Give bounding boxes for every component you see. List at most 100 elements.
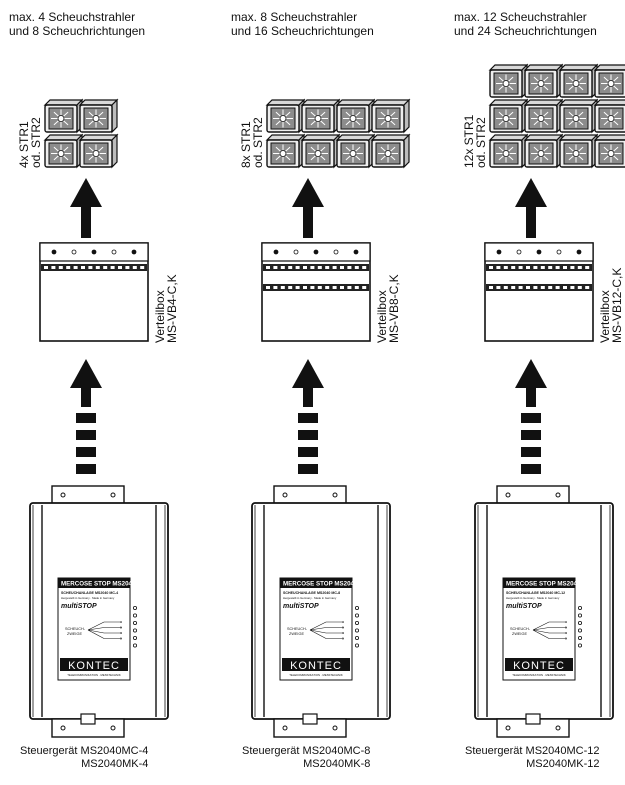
panel-brand: MERCOSE STOP MS2040 bbox=[61, 581, 136, 588]
panel-multistop: multiSTOP bbox=[61, 603, 97, 610]
panel-zweige-label2: ZWEIGE bbox=[289, 632, 304, 636]
column-header-line2: und 16 Scheuchrichtungen bbox=[231, 24, 374, 38]
box-model-label: MS-VB8-C,K bbox=[387, 274, 401, 343]
panel-brand: MERCOSE STOP MS2040 bbox=[506, 581, 581, 588]
device-model-line2: MS2040MK-8 bbox=[303, 758, 371, 770]
scare-unit-icon bbox=[265, 133, 306, 169]
panel-brand: MERCOSE STOP MS2040 bbox=[283, 581, 358, 588]
panel-output-label: A bbox=[565, 620, 567, 624]
panel-output-label: C bbox=[120, 631, 123, 635]
scare-unit-icon bbox=[558, 98, 599, 134]
panel-output-label: C bbox=[342, 631, 345, 635]
column-header-line1: max. 4 Scheuchstrahler bbox=[9, 10, 136, 24]
panel-tagline: TELEKOMMUNIKATION · MESSTECHNIK bbox=[67, 673, 121, 677]
panel-zweige-label2: ZWEIGE bbox=[512, 632, 527, 636]
device-model-line2: MS2040MK-4 bbox=[81, 758, 149, 770]
panel-output-label: A bbox=[120, 620, 122, 624]
distribution-box-icon bbox=[261, 242, 371, 342]
scare-unit-icon bbox=[335, 98, 376, 134]
dashed-arrow-icon bbox=[298, 413, 318, 474]
distribution-box-icon bbox=[39, 242, 149, 342]
up-arrow-icon bbox=[515, 359, 547, 407]
device-model-line1: Steuergerät MS2040MC-4 bbox=[20, 745, 149, 757]
box-model-label: MS-VB4-C,K bbox=[165, 274, 179, 343]
panel-zweige-label: SCHEUCH- bbox=[287, 627, 308, 631]
str-type-label: od. STR2 bbox=[474, 117, 488, 168]
panel-made-in: Hergestellt in Germany · Made in Germany bbox=[283, 596, 337, 600]
column-header-line2: und 8 Scheuchrichtungen bbox=[9, 24, 146, 38]
panel-zweige-label2: ZWEIGE bbox=[67, 632, 82, 636]
panel-zweige-label: SCHEUCH- bbox=[510, 627, 531, 631]
scare-unit-icon bbox=[335, 133, 376, 169]
panel-model: SCHEUCHANLAGE MS2040 MC-8 bbox=[283, 591, 340, 595]
panel-output-label: C bbox=[565, 631, 568, 635]
up-arrow-icon bbox=[292, 359, 324, 407]
scare-unit-icon bbox=[265, 98, 306, 134]
scare-unit-icon bbox=[558, 133, 599, 169]
panel-kontec-logo: KONTEC bbox=[513, 660, 565, 672]
distribution-box-icon bbox=[484, 242, 594, 342]
scare-unit-icon bbox=[43, 98, 84, 134]
scare-unit-icon bbox=[370, 98, 411, 134]
scare-unit-icon bbox=[523, 63, 564, 99]
column-header-line1: max. 12 Scheuchstrahler bbox=[454, 10, 587, 24]
up-arrow-icon bbox=[70, 359, 102, 407]
panel-zweige-label: SCHEUCH- bbox=[65, 627, 86, 631]
device-model-line1: Steuergerät MS2040MC-8 bbox=[242, 745, 371, 757]
scare-unit-icon bbox=[523, 98, 564, 134]
device-model-line2: MS2040MK-12 bbox=[526, 758, 600, 770]
column-header-line1: max. 8 Scheuchstrahler bbox=[231, 10, 358, 24]
scare-unit-icon bbox=[593, 64, 625, 98]
panel-multistop: multiSTOP bbox=[506, 603, 542, 610]
str-type-label: od. STR2 bbox=[29, 117, 43, 168]
scare-unit-icon bbox=[78, 98, 119, 134]
device-model-line1: Steuergerät MS2040MC-12 bbox=[465, 745, 600, 757]
panel-output-label: A bbox=[342, 620, 344, 624]
panel-multistop: multiSTOP bbox=[283, 603, 319, 610]
panel-output-label: D bbox=[342, 637, 345, 641]
panel-output-label: D bbox=[565, 637, 568, 641]
scare-unit-icon bbox=[488, 63, 529, 99]
box-model-label: MS-VB12-C,K bbox=[610, 267, 624, 343]
up-arrow-icon bbox=[70, 178, 102, 238]
scare-unit-icon bbox=[593, 99, 625, 133]
scare-unit-icon bbox=[43, 133, 84, 169]
panel-output-label: B bbox=[342, 626, 344, 630]
up-arrow-icon bbox=[292, 178, 324, 238]
scare-unit-icon bbox=[593, 134, 625, 168]
scare-unit-icon bbox=[558, 63, 599, 99]
panel-tagline: TELEKOMMUNIKATION · MESSTECHNIK bbox=[512, 673, 566, 677]
panel-kontec-logo: KONTEC bbox=[290, 660, 342, 672]
panel-made-in: Hergestellt in Germany · Made in Germany bbox=[61, 596, 115, 600]
column-header-line2: und 24 Scheuchrichtungen bbox=[454, 24, 597, 38]
scare-unit-icon bbox=[300, 98, 341, 134]
panel-model: SCHEUCHANLAGE MS2040 MC-12 bbox=[506, 591, 565, 595]
dashed-arrow-icon bbox=[76, 413, 96, 474]
panel-output-label: B bbox=[120, 626, 122, 630]
panel-output-label: B bbox=[565, 626, 567, 630]
scare-unit-icon bbox=[488, 133, 529, 169]
dashed-arrow-icon bbox=[521, 413, 541, 474]
up-arrow-icon bbox=[515, 178, 547, 238]
panel-kontec-logo: KONTEC bbox=[68, 660, 120, 672]
panel-model: SCHEUCHANLAGE MS2040 MC-4 bbox=[61, 591, 118, 595]
scare-unit-icon bbox=[78, 133, 119, 169]
str-type-label: od. STR2 bbox=[251, 117, 265, 168]
scare-unit-icon bbox=[300, 133, 341, 169]
scare-unit-icon bbox=[370, 133, 411, 169]
